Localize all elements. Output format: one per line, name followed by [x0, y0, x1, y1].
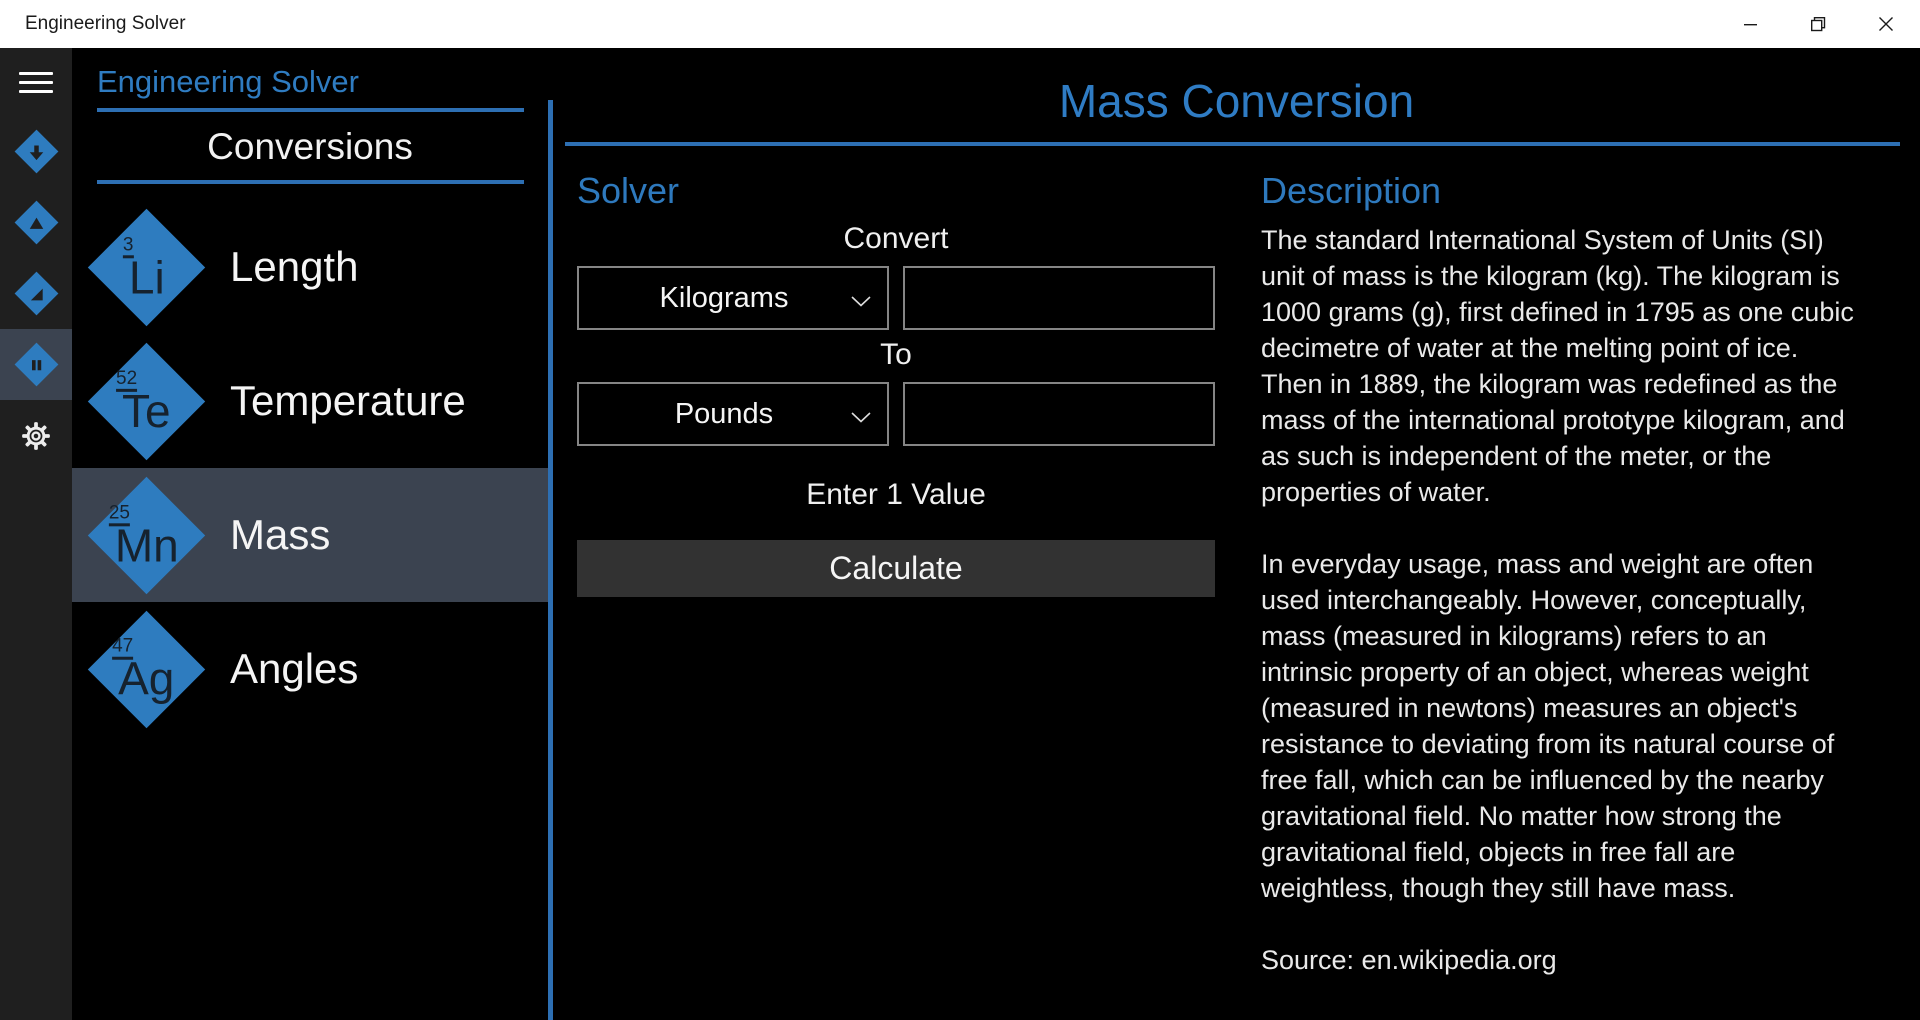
sidebar-item-label: Angles — [230, 645, 359, 692]
element-tile-li-icon: 3 Li — [87, 208, 205, 326]
arrow-down-diamond-icon — [14, 129, 58, 174]
close-icon — [1879, 17, 1893, 31]
description-paragraph: The standard International System of Uni… — [1261, 225, 1854, 507]
tile-symbol: Mn — [114, 518, 178, 571]
sidebar-item-length[interactable]: 3 Li Length — [72, 200, 548, 334]
solver-heading: Solver — [577, 170, 680, 211]
app-body: Engineering Solver Conversions 3 Li Leng… — [0, 48, 1920, 1020]
titlebar: Engineering Solver — [0, 0, 1920, 48]
from-value-input[interactable] — [903, 266, 1215, 330]
to-unit-value: Pounds — [674, 397, 774, 430]
minimize-icon — [1743, 18, 1757, 30]
minimize-button[interactable] — [1716, 0, 1784, 48]
triangle-up-diamond-icon — [14, 200, 58, 245]
gear-icon — [20, 420, 52, 455]
to-unit-dropdown[interactable]: Pounds — [577, 382, 889, 446]
sidebar-item-mass-selected[interactable]: 25 Mn Mass — [72, 468, 548, 602]
restore-button[interactable] — [1784, 0, 1852, 48]
calculate-button[interactable]: Calculate — [577, 540, 1215, 597]
to-value-input[interactable] — [903, 382, 1215, 446]
rail-item-1[interactable] — [0, 116, 72, 187]
sidebar-section-heading: Conversions — [207, 126, 413, 167]
description-heading: Description — [1261, 170, 1442, 211]
title-underline — [565, 142, 1900, 146]
sidebar-item-label: Length — [230, 243, 359, 290]
main-panel: Mass Conversion Solver Convert Kilograms… — [553, 48, 1920, 1020]
rail-item-2[interactable] — [0, 187, 72, 258]
window-controls — [1716, 0, 1920, 48]
tile-symbol: Li — [128, 250, 164, 303]
chevron-down-icon — [851, 282, 887, 315]
hamburger-icon — [19, 66, 53, 99]
element-tile-mn-icon: 25 Mn — [87, 476, 205, 594]
sidebar-item-temperature[interactable]: 52 Te Temperature — [72, 334, 548, 468]
sidebar-rule-bottom — [97, 180, 524, 184]
tile-symbol: Te — [121, 384, 171, 437]
sidebar: Engineering Solver Conversions 3 Li Leng… — [72, 48, 548, 1020]
sidebar-item-angles[interactable]: 47 Ag Angles — [72, 602, 548, 736]
pause-diamond-icon — [14, 342, 58, 387]
sidebar-app-title: Engineering Solver — [97, 64, 359, 99]
convert-label: Convert — [843, 222, 949, 255]
conversion-list: 3 Li Length 52 Te Temperatur — [72, 200, 548, 736]
settings-button[interactable] — [0, 400, 72, 474]
to-label: To — [880, 338, 912, 371]
description-text: The standard International System of Uni… — [1261, 222, 1865, 978]
close-button[interactable] — [1852, 0, 1920, 48]
from-unit-value: Kilograms — [659, 281, 789, 314]
rail-item-3[interactable] — [0, 258, 72, 329]
nav-rail — [0, 48, 72, 1020]
restore-icon — [1810, 16, 1826, 32]
sidebar-divider — [548, 100, 553, 1020]
element-tile-ag-icon: 47 Ag — [87, 610, 205, 728]
solver-section: Solver Convert Kilograms To Pounds — [577, 170, 1215, 978]
sidebar-item-label: Mass — [230, 511, 331, 558]
right-triangle-diamond-icon — [14, 271, 58, 316]
sidebar-item-label: Temperature — [230, 377, 466, 424]
hamburger-menu-button[interactable] — [0, 48, 72, 116]
tile-symbol: Ag — [117, 652, 175, 705]
chevron-down-icon — [851, 398, 887, 431]
description-section: Description The standard International S… — [1261, 170, 1865, 978]
description-source: Source: en.wikipedia.org — [1261, 945, 1557, 975]
from-unit-dropdown[interactable]: Kilograms — [577, 266, 889, 330]
window-title: Engineering Solver — [25, 13, 186, 34]
page-title: Mass Conversion — [1058, 75, 1415, 127]
enter-value-hint: Enter 1 Value — [806, 478, 986, 511]
description-paragraph: In everyday usage, mass and weight are o… — [1261, 549, 1835, 903]
sidebar-rule-top — [97, 108, 524, 112]
rail-item-4-selected[interactable] — [0, 329, 72, 400]
element-tile-te-icon: 52 Te — [87, 342, 205, 460]
